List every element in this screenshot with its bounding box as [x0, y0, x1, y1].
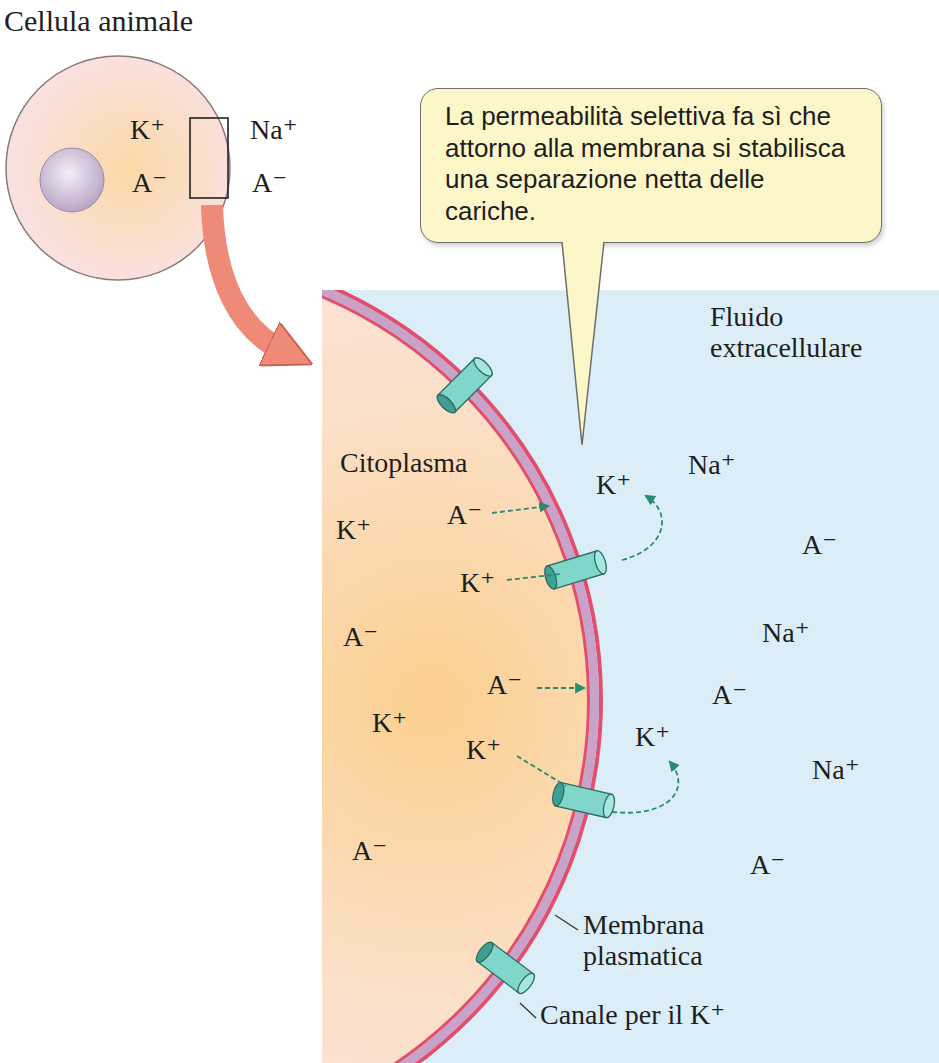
ion-label: K⁺ — [596, 470, 631, 501]
ion-label: K⁺ — [635, 722, 670, 753]
ion-label: A⁻ — [802, 530, 837, 561]
ion-label: K⁺ — [466, 735, 501, 766]
ion-arrows — [492, 496, 678, 813]
part-label: Canale per il K⁺ — [540, 1000, 725, 1031]
ion-label: A⁻ — [132, 168, 167, 199]
ion-label: A⁻ — [343, 622, 378, 653]
potassium-channel — [473, 940, 537, 996]
region-label: Fluido extracellulare — [710, 302, 930, 364]
ion-label: A⁻ — [352, 836, 387, 867]
zoom-arrow — [212, 205, 282, 350]
nucleus — [40, 148, 104, 212]
membrane-inner — [322, 290, 589, 1063]
potassium-channel — [542, 549, 608, 590]
ion-label: K⁺ — [336, 515, 371, 546]
ion-label: Na⁺ — [688, 450, 735, 481]
membrane-outer — [322, 290, 601, 1063]
callout-tail — [562, 240, 604, 445]
ion-label: K⁺ — [460, 568, 495, 599]
potassium-channel — [434, 355, 495, 416]
callout-box: La permeabilità selettiva fa sì che atto… — [420, 88, 882, 243]
ion-label: A⁻ — [750, 850, 785, 881]
ion-label: Na⁺ — [762, 618, 809, 649]
small-cell — [6, 56, 230, 280]
ion-label: A⁻ — [712, 680, 747, 711]
potassium-channel — [551, 781, 617, 818]
ion-label: A⁻ — [487, 670, 522, 701]
ion-label: Na⁺ — [812, 755, 859, 786]
ion-label: K⁺ — [130, 115, 165, 146]
ion-label: Na⁺ — [250, 115, 297, 146]
callout-tail-outline — [562, 242, 604, 445]
cell-section — [322, 290, 616, 1063]
callout-text: La permeabilità selettiva fa sì che atto… — [445, 101, 859, 228]
part-label: Membrana plasmatica — [583, 910, 803, 972]
figure-title: Cellula animale — [4, 4, 193, 37]
membrane-core — [322, 290, 595, 1063]
ion-label: A⁻ — [252, 168, 287, 199]
region-label: Citoplasma — [340, 448, 468, 479]
ion-label: K⁺ — [372, 708, 407, 739]
ion-label: A⁻ — [447, 500, 482, 531]
zoom-frame — [190, 118, 228, 198]
